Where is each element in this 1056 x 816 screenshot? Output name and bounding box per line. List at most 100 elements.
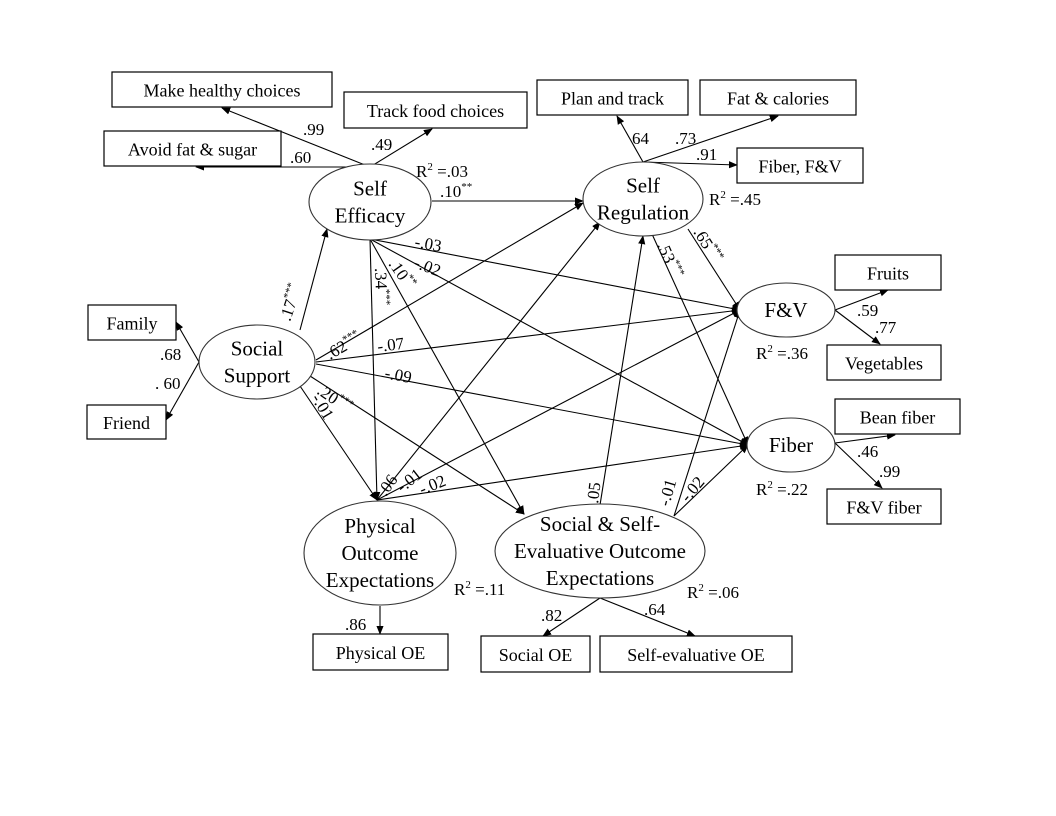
indicator-box-frame <box>699 79 857 116</box>
loading-label: .49 <box>371 135 392 154</box>
latent-label-line: F&V <box>764 298 807 322</box>
latent-label-line: Physical <box>344 514 415 538</box>
indicator-label: Social OE <box>499 645 573 665</box>
r2-prefix: R <box>756 344 768 363</box>
r-squared-label: R2 =.03 <box>416 161 468 181</box>
path-coefficient: .10** <box>440 181 472 201</box>
indicator-label: Vegetables <box>845 354 923 374</box>
r2-value: .45 <box>740 190 761 209</box>
r-squared-label: R2 =.36 <box>756 343 808 363</box>
indicator-box-frame <box>343 91 528 129</box>
loading-label: .59 <box>857 301 878 320</box>
loading-arrow-sseoe-sei <box>599 597 696 637</box>
r-squared-label: R2 =.11 <box>454 579 505 599</box>
r2-prefix: R <box>756 480 768 499</box>
indicator-box-frame <box>111 71 333 108</box>
indicator-box-frame <box>599 635 793 673</box>
path-coefficient: -.02 <box>677 473 709 506</box>
significance-stars: *** <box>669 258 687 278</box>
path-arrow-ss-sseoe <box>309 375 525 515</box>
indicator-box-bea: Bean fiber <box>834 398 961 435</box>
r2-superscript: 2 <box>427 161 433 173</box>
indicator-box-fru: Fruits <box>834 254 942 291</box>
latent-label-line: Self <box>353 177 387 201</box>
coefficient-value: -.07 <box>376 334 406 356</box>
loading-label: .99 <box>879 462 900 481</box>
r2-value: .36 <box>787 344 808 363</box>
latent-label-line: Regulation <box>597 201 690 225</box>
indicator-box-afs: Avoid fat & sugar <box>103 130 282 167</box>
path-coefficient: .17*** <box>275 281 306 323</box>
loading-arrow-fv-veg <box>834 309 881 345</box>
indicator-label: Plan and track <box>561 89 664 109</box>
r2-superscript: 2 <box>767 343 773 355</box>
indicator-box-tfc: Track food choices <box>343 91 528 129</box>
loading-label: .68 <box>160 345 181 364</box>
loading-arrow-ss-fam <box>175 321 200 363</box>
indicator-box-frame <box>826 488 942 525</box>
path-arrow-se-sseoe <box>369 238 525 515</box>
r2-equals: = <box>726 190 740 209</box>
indicator-box-fam: Family <box>87 304 177 341</box>
r2-prefix: R <box>416 162 428 181</box>
latent-ellipse <box>494 503 706 599</box>
indicator-label: Track food choices <box>367 101 504 121</box>
coefficient-value: -.09 <box>383 363 413 387</box>
path-arrow-ss-se <box>299 228 329 331</box>
loading-arrow-fib-bea <box>834 432 896 444</box>
latent-ellipse <box>736 282 836 338</box>
indicator-box-mhc: Make healthy choices <box>111 71 333 108</box>
r2-equals: = <box>773 344 787 363</box>
latent-label-line: Social <box>231 337 284 361</box>
indicator-box-fri: Friend <box>86 404 167 440</box>
loading-label: .64 <box>644 600 666 619</box>
latent-label-line: Support <box>224 364 291 388</box>
r2-prefix: R <box>709 190 721 209</box>
path-arrow-poe-fib <box>376 442 749 501</box>
loading-label: .46 <box>857 442 878 461</box>
latent-label-line: Expectations <box>546 566 654 590</box>
loading-arrow-sr-ffv <box>642 161 738 169</box>
indicator-label: Bean fiber <box>860 408 935 428</box>
path-arrow-ss-fv <box>315 307 741 363</box>
loading-arrow-sr-fac <box>642 115 779 163</box>
r-squared-label: R2 =.22 <box>756 479 808 499</box>
path-coefficient: .62*** <box>322 327 365 363</box>
loading-label: 64 <box>632 129 650 148</box>
loading-label: .91 <box>696 145 717 164</box>
loading-arrow-fv-fru <box>834 289 889 311</box>
indicator-label: Fruits <box>867 264 909 284</box>
latent-construct-fib: Fiber <box>746 417 836 473</box>
path-coefficient: -.07 <box>376 334 406 356</box>
path-arrow-sseoe-fib <box>673 444 749 517</box>
latent-label-line: Efficacy <box>335 204 406 228</box>
path-arrow-sr-fib <box>651 233 749 446</box>
path-arrow-sseoe-sr <box>599 235 646 506</box>
indicator-label: Avoid fat & sugar <box>128 140 257 160</box>
r-squared-label: R2 =.06 <box>687 582 739 602</box>
latent-ellipse <box>582 161 704 237</box>
path-arrow-se-poe <box>369 238 381 501</box>
loading-label: . 60 <box>155 374 181 393</box>
indicator-box-frame <box>103 130 282 167</box>
r2-equals: = <box>704 583 718 602</box>
coefficient-value: .05 <box>583 481 604 504</box>
path-coefficient: -.09 <box>383 363 413 387</box>
indicator-label: Fat & calories <box>727 89 829 109</box>
indicator-box-poi: Physical OE <box>312 633 449 671</box>
indicator-label: Self-evaluative OE <box>627 645 764 665</box>
r2-value: .03 <box>447 162 468 181</box>
indicator-box-frame <box>736 147 864 184</box>
latent-label-line: Social & Self- <box>540 512 660 536</box>
loading-label: .86 <box>345 615 366 634</box>
loading-arrow-sr-pat <box>616 115 644 163</box>
path-arrow-se-fv <box>369 238 741 313</box>
r2-prefix: R <box>687 583 699 602</box>
coefficient-value: .10 <box>440 182 461 201</box>
loading-label: .73 <box>675 129 696 148</box>
path-coefficient: -.03 <box>413 232 443 255</box>
indicator-box-frame <box>826 344 942 381</box>
indicator-label: Friend <box>103 413 150 433</box>
